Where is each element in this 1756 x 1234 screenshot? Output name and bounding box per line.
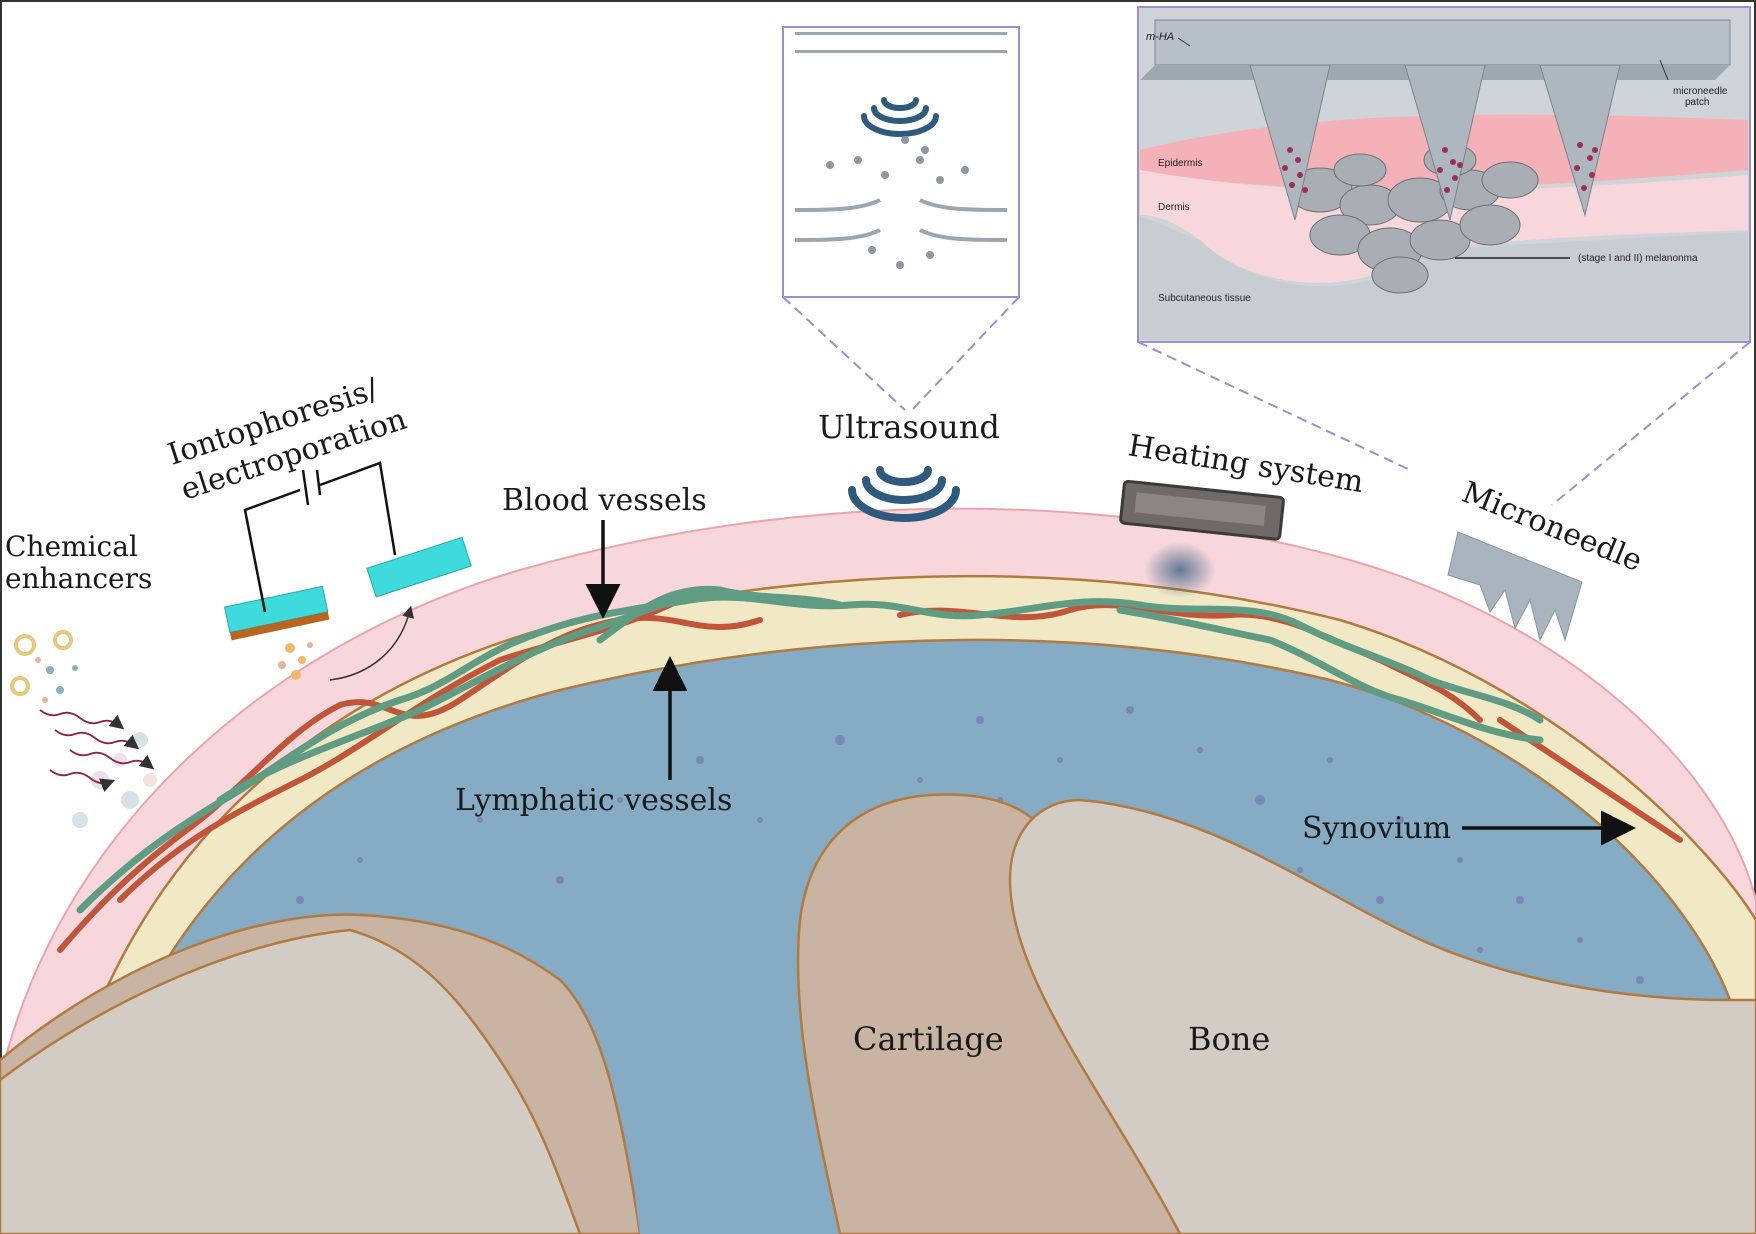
heating-device bbox=[1119, 479, 1285, 598]
fluid-channel bbox=[632, 820, 850, 1234]
lymphatic-vessels-label: Lymphatic vessels bbox=[455, 783, 732, 818]
lymphatic-vessels bbox=[76, 585, 1544, 914]
patch-label-2: patch bbox=[1685, 97, 1709, 108]
ultrasound-wave-icon bbox=[848, 466, 960, 522]
blood-vessels-label: Blood vessels bbox=[502, 483, 707, 518]
chemical-enhancers-label-1: Chemical bbox=[5, 530, 138, 563]
left-bone bbox=[0, 928, 582, 1234]
right-bone bbox=[1008, 798, 1756, 1234]
bone-label: Bone bbox=[1188, 1020, 1270, 1058]
ultrasound-label: Ultrasound bbox=[818, 408, 1000, 446]
iontophoresis-device bbox=[223, 461, 472, 681]
cartilage-label: Cartilage bbox=[853, 1020, 1004, 1058]
subcutaneous-label: Subcutaneous tissue bbox=[1158, 293, 1251, 304]
synovium-label: Synovium bbox=[1302, 811, 1451, 846]
melanoma-label: (stage I and II) melanonma bbox=[1578, 253, 1698, 264]
mha-label: m-HA bbox=[1146, 31, 1174, 43]
enhancer-arrows bbox=[39, 709, 155, 793]
epidermis-label: Epidermis bbox=[1158, 158, 1202, 169]
patch-label-1: microneedle bbox=[1673, 86, 1728, 97]
ultrasound-inset bbox=[782, 26, 1020, 411]
chemical-enhancers-label-2: enhancers bbox=[5, 562, 152, 595]
microneedle-icon bbox=[1447, 531, 1583, 642]
dermis-label: Dermis bbox=[1158, 202, 1190, 213]
microneedle-inset: m-HA microneedle patch Epidermis Dermis … bbox=[1137, 6, 1751, 506]
